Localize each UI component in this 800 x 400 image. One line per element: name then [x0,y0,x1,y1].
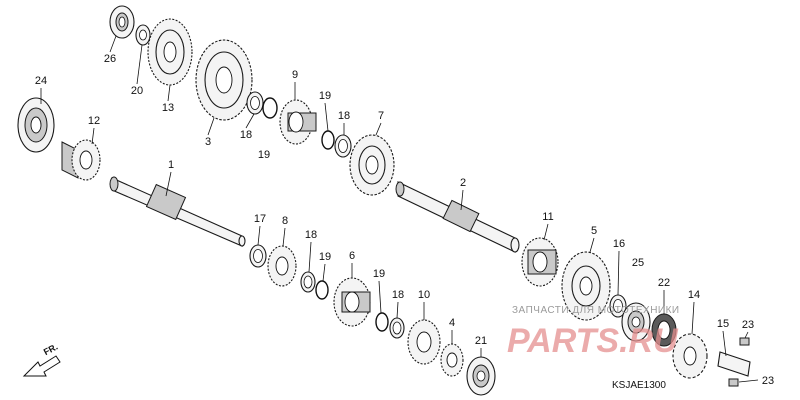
callout-2: 2 [460,177,466,189]
leader-14 [691,301,695,335]
callout-20: 20 [131,85,143,97]
callout-12: 12 [88,115,100,127]
bearing-part-26 [109,5,135,39]
seal-part-22 [651,313,677,347]
leader-13 [167,84,171,102]
callout-18-d: 18 [392,289,404,301]
callout-18-b: 18 [338,110,350,122]
gear-part-5 [561,251,611,321]
leader-11 [543,223,549,241]
circlip-part-19-bottom [375,312,389,332]
gear-part-3 [195,39,253,121]
leader-23b [738,379,759,383]
circlip-part-19-lower [315,280,329,300]
washer-part-18-mid [334,134,352,158]
callout-26: 26 [104,53,116,65]
front-direction-label: FR. [42,342,59,358]
leader-8 [282,227,286,247]
callout-17: 17 [254,213,266,225]
callout-13: 13 [162,102,174,114]
bearing-part-25 [621,302,651,342]
leader-18d [396,301,399,319]
leader-26 [109,35,117,53]
callout-1: 1 [168,159,174,171]
callout-18-c: 18 [305,229,317,241]
plate-part-15 [717,351,751,377]
diagram-code: KSJAE1300 [612,380,666,391]
washer-part-18-bottom [389,317,405,339]
callout-11: 11 [542,211,553,223]
callout-10: 10 [418,289,430,301]
callout-21: 21 [475,335,487,347]
callout-18-a: 18 [240,129,252,141]
callout-5: 5 [591,225,597,237]
gear-part-7 [349,134,395,196]
mainshaft-part-1 [109,176,246,247]
sprocket-part-14 [672,333,708,379]
callout-19-b: 19 [319,90,331,102]
leader-15 [722,330,727,357]
callout-23-a: 23 [742,319,754,331]
leader-18c [308,241,312,273]
gear-part-4 [440,343,464,377]
callout-22: 22 [658,277,670,289]
leader-1 [165,171,172,197]
bearing-part-24 [17,97,55,153]
bearing-part-21 [466,356,496,396]
callout-3: 3 [205,136,211,148]
gear-part-6 [333,277,371,327]
gear-part-12 [61,139,101,181]
leader-16 [617,250,620,296]
bolt-part-23-b [728,378,739,387]
gear-part-9 [279,99,317,145]
callout-23-b: 23 [762,375,774,387]
callout-7: 7 [378,110,384,122]
callout-19-c: 19 [319,251,331,263]
washer-part-18-lower [300,271,316,293]
callout-15: 15 [717,318,729,330]
gear-part-11 [521,237,559,287]
callout-24: 24 [35,75,47,87]
callout-4: 4 [449,317,455,329]
leader-19a [324,102,329,132]
gear-part-13 [147,18,193,86]
circlip-part-19-mid [321,130,335,150]
callout-19-d: 19 [373,268,385,280]
washer-part-18-upper [246,91,264,115]
washer-part-20 [135,24,151,46]
leader-3 [207,117,215,136]
callout-8: 8 [282,215,288,227]
leader-17 [257,225,261,246]
circlip-part-19-upper [262,97,278,119]
leader-7 [375,122,382,136]
callout-9: 9 [292,69,298,81]
leader-5 [589,237,595,253]
callout-25: 25 [632,257,644,269]
watermark-text: ЗАПЧАСТИ ДЛЯ МОТОТЕХНИКИ [512,305,680,316]
countershaft-part-2 [395,181,520,253]
callout-19-a: 19 [258,149,270,161]
leader-23a [744,331,749,339]
leader-19c [322,263,326,282]
watermark-logo: PARTS.RU [507,322,679,360]
bolt-part-23-a [739,337,750,346]
gear-part-8 [267,245,297,287]
callout-16: 16 [613,238,625,250]
gear-part-10 [407,319,441,365]
front-direction-arrow-icon [22,355,61,377]
callout-14: 14 [688,289,700,301]
leader-12 [91,127,95,145]
leader-20 [136,44,143,85]
leader-18a [245,113,255,129]
leader-2 [460,189,464,211]
callout-6: 6 [349,250,355,262]
washer-part-17 [249,244,267,268]
leader-19d [378,280,382,314]
